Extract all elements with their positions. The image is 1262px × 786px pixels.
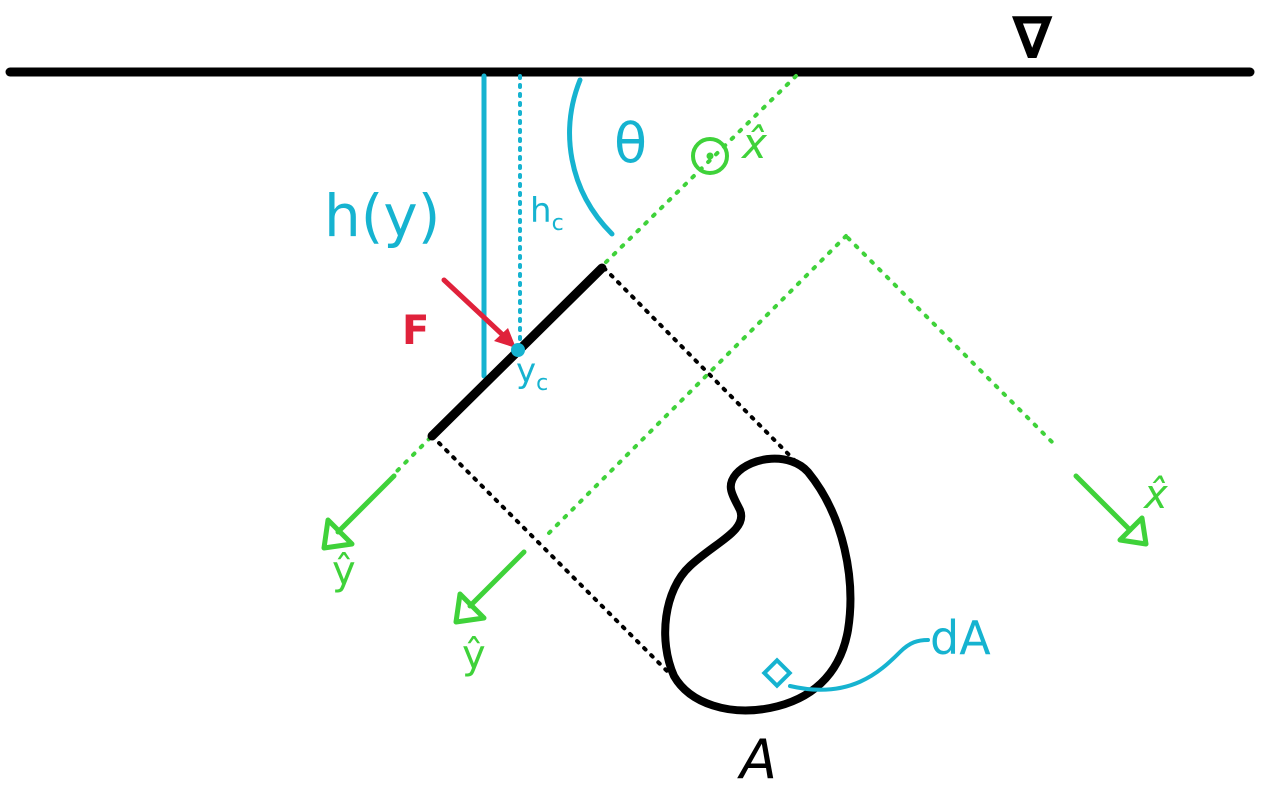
centroid-point xyxy=(511,343,525,357)
projection-line-top xyxy=(602,266,814,480)
theta-arc xyxy=(567,77,615,237)
area-element-label: dA xyxy=(930,611,991,665)
projection-line-bottom xyxy=(430,434,670,674)
area-region xyxy=(661,454,855,715)
out-of-page-axis-dot xyxy=(706,152,714,160)
force-arrow xyxy=(441,277,509,341)
surface-marker-icon: ∇ xyxy=(1012,4,1053,72)
depth-h-label: h(y) xyxy=(324,182,440,250)
x-axis-arrow-right xyxy=(1073,473,1133,533)
x-hat-top-label: x̂ xyxy=(740,119,768,168)
force-label: F xyxy=(402,308,429,354)
y-hat-left-label: ŷ xyxy=(332,548,356,594)
centroid-depth-label: hc xyxy=(530,191,564,236)
x-axis-arrowhead-right xyxy=(1117,515,1149,547)
centroid-y-label: yc xyxy=(516,351,548,396)
rotated-frame-left-axis xyxy=(546,234,848,536)
y-axis-arrowhead-center xyxy=(453,591,487,625)
out-of-page-axis-icon xyxy=(691,137,729,175)
inclined-axis-bottom xyxy=(394,436,432,474)
theta-label: θ xyxy=(614,112,647,175)
area-element-icon xyxy=(761,657,793,689)
y-axis-arrow-center xyxy=(467,549,527,609)
y-axis-arrow-left xyxy=(335,473,397,535)
y-axis-arrowhead-left xyxy=(321,517,355,551)
area-element-leader xyxy=(788,638,930,692)
force-arrowhead xyxy=(494,328,516,348)
rotated-frame-right-axis xyxy=(846,236,1060,450)
area-label: A xyxy=(737,728,777,786)
y-hat-center-label: ŷ xyxy=(462,632,486,678)
x-hat-right-label: x̂ xyxy=(1142,472,1168,518)
